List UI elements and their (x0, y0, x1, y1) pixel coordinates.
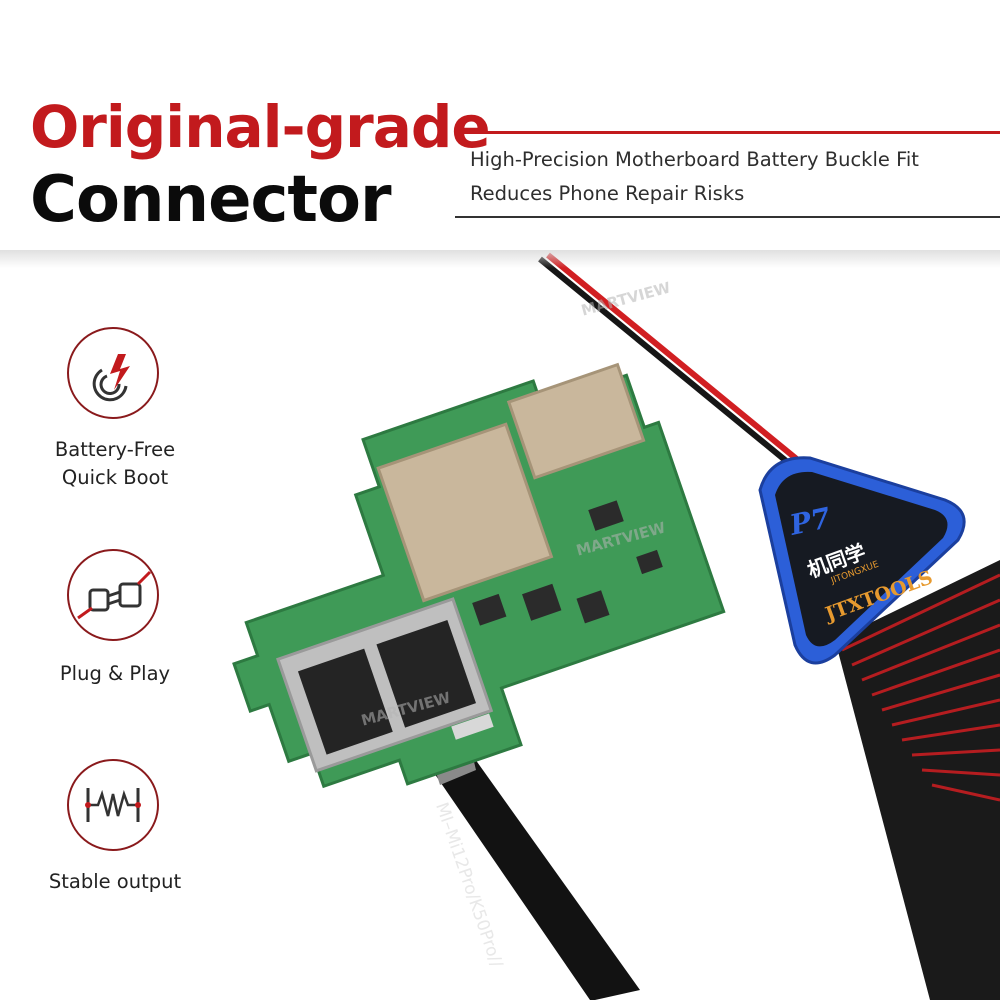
header: Original-grade Connector High-Precision … (0, 0, 1000, 250)
power-lead-wires (538, 252, 812, 477)
triangle-connector (758, 456, 966, 665)
lightning-power-icon (67, 327, 159, 419)
plug-icon (67, 549, 159, 641)
headline-main: Connector (30, 163, 392, 237)
motherboard (232, 362, 726, 789)
feature-label-plug-play: Plug & Play (59, 662, 171, 685)
headline-accent: Original-grade (30, 93, 491, 161)
feature-label-stable-output: Stable output (48, 870, 182, 893)
feature-label-battery-free: Battery-Free Quick Boot (54, 438, 176, 489)
header-divider-dark (455, 216, 1000, 218)
subtitle-line-2: Reduces Phone Repair Risks (470, 182, 745, 205)
header-divider-red (455, 131, 1000, 134)
ribbon-cable-bundle (835, 560, 1000, 1000)
header-shadow (0, 246, 1000, 268)
subtitle-line-1: High-Precision Motherboard Battery Buckl… (470, 148, 919, 171)
waveform-output-icon (67, 759, 159, 851)
